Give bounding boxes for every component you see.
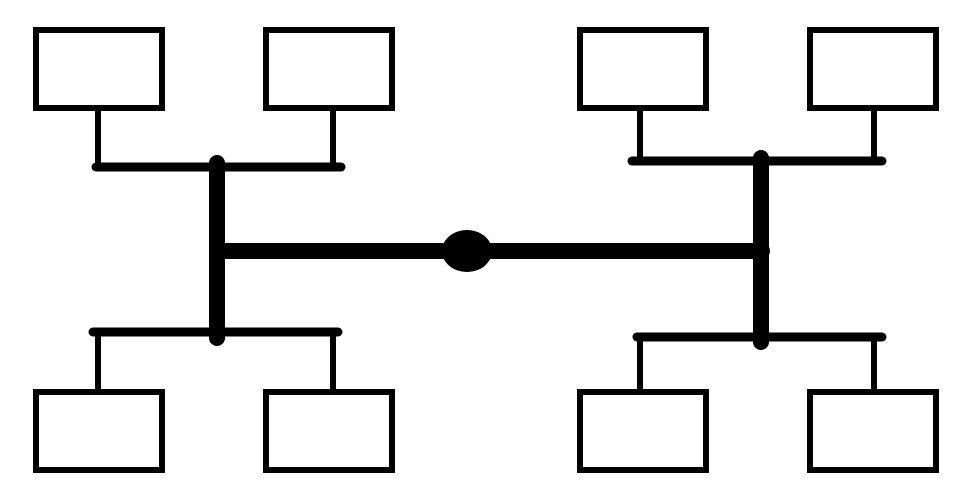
node-box xyxy=(263,27,395,111)
node-box xyxy=(577,27,709,111)
node-box xyxy=(263,389,395,473)
node-box xyxy=(33,389,165,473)
central-hub xyxy=(442,230,492,272)
node-box xyxy=(807,389,939,473)
node-box xyxy=(807,27,939,111)
node-box xyxy=(33,27,165,111)
node-box xyxy=(577,389,709,473)
